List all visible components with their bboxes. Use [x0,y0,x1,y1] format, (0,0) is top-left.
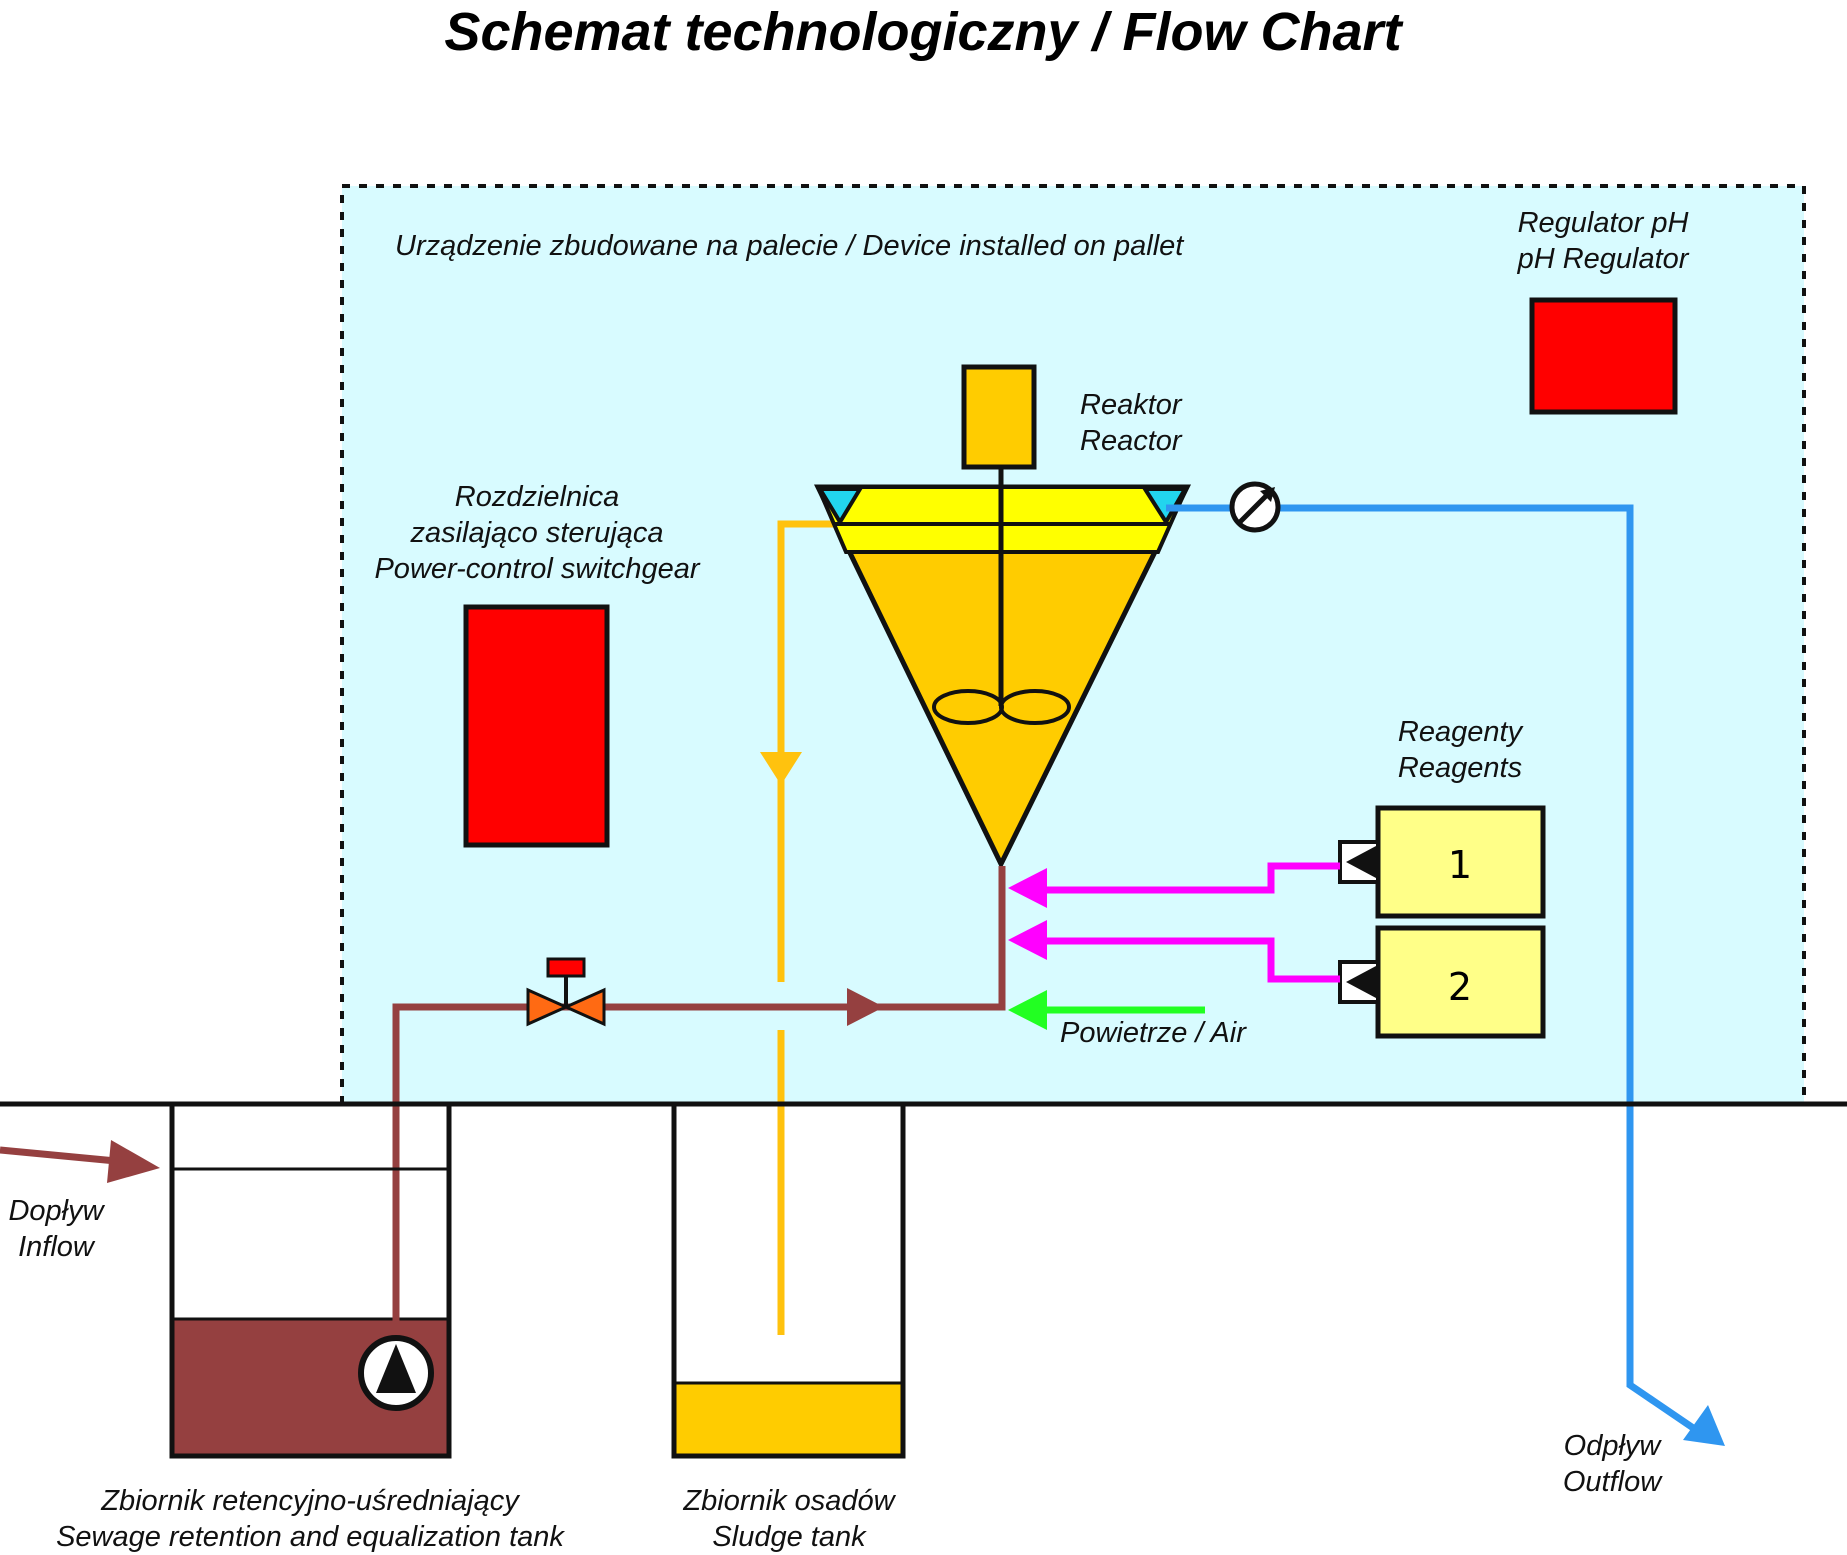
outflow-label-pl: Odpływ [1564,1430,1663,1462]
air-line [1008,990,1205,1030]
reagent-line-1 [1008,862,1340,908]
outflow-arrow [1683,1405,1725,1446]
reactor-inlet-left [816,487,864,526]
air-arrow [1008,990,1047,1030]
reagents-label-en: Reagents [1398,752,1522,784]
reactor-label-pl: Reaktor [1080,389,1183,421]
reagent-1-arrow [1008,868,1047,908]
switchgear-label-pl2: zasilająco sterująca [409,517,663,549]
sludge-tank-label-en: Sludge tank [712,1521,867,1553]
pallet-label: Urządzenie zbudowane na palecie / Device… [395,230,1185,262]
reagent-tank-1 [1375,805,1546,919]
flow-meter-icon [1229,481,1281,533]
reagent-tank-2-number: 2 [1448,965,1472,1009]
retention-tank-label-pl: Zbiornik retencyjno-uśredniający [100,1485,520,1517]
sludge-line [760,520,840,1335]
reactor [814,364,1192,870]
reagent-tank-1-number: 1 [1448,843,1472,887]
reagents-label-pl: Reagenty [1398,716,1524,748]
reactor-motor [961,364,1037,470]
sludge-tank [671,1104,906,1459]
inflow-label-pl: Dopływ [8,1195,105,1227]
inflow-arrow [0,1140,160,1183]
reactor-label-en: Reactor [1080,425,1183,457]
ph-regulator-box [1529,297,1678,415]
sludge-flow-arrow [760,752,802,785]
feed-flow-arrow [847,988,884,1026]
sludge-tank-label-pl: Zbiornik osadów [682,1485,896,1517]
outflow-label-en: Outflow [1563,1466,1663,1498]
sludge-level [674,1383,903,1456]
dosing-pump-1-icon [1338,840,1380,884]
diagram-title: Schemat technologiczny / Flow Chart [444,2,1403,62]
reagent-2-arrow [1008,920,1047,960]
switchgear-label-en: Power-control switchgear [374,553,700,585]
ph-regulator-label-en: pH Regulator [1517,243,1690,275]
inflow-label-en: Inflow [18,1231,96,1263]
dosing-pump-2-icon [1338,960,1380,1004]
reagent-tank-2 [1375,925,1546,1039]
retention-tank-label-en: Sewage retention and equalization tank [56,1521,565,1553]
ph-regulator-label-pl: Regulator pH [1518,207,1689,239]
pump-icon [358,1335,434,1411]
switchgear-box [463,604,610,848]
air-label: Powietrze / Air [1060,1017,1247,1049]
outflow-line [1166,504,1725,1446]
sewage-feed-line [392,866,1006,1316]
reagent-line-2 [1008,920,1340,983]
switchgear-label-pl1: Rozdzielnica [455,481,619,513]
stirrer-blade-right [999,689,1071,725]
valve-icon [526,957,606,1027]
